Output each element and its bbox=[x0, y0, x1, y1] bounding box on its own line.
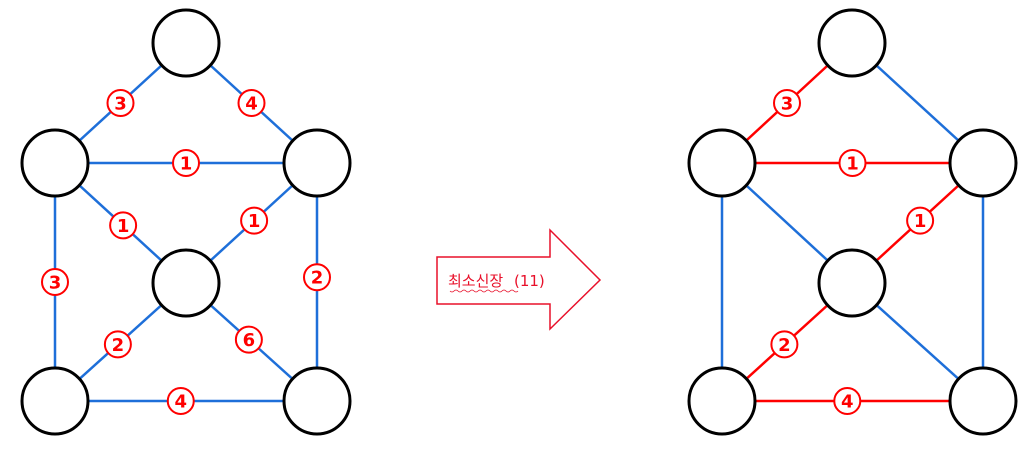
edge-weights: 3 4 1 1 1 3 2 2 6 4 bbox=[41, 89, 331, 415]
weight-value: 2 bbox=[112, 335, 125, 356]
weight-label-top-upper-right: 4 bbox=[237, 89, 266, 117]
weight-value: 4 bbox=[174, 392, 187, 413]
weight-value: 1 bbox=[846, 154, 859, 175]
node-center bbox=[817, 248, 887, 318]
weight-badge bbox=[240, 206, 269, 235]
weight-label-center-lower-left: 2 bbox=[103, 330, 132, 359]
weight-badge bbox=[234, 325, 263, 354]
weight-badge bbox=[106, 89, 135, 117]
node-top bbox=[151, 8, 221, 78]
weight-badge bbox=[237, 89, 266, 117]
weight-badge bbox=[41, 268, 69, 296]
weight-label-upper-right-center: 1 bbox=[240, 206, 269, 235]
node-upper-right bbox=[282, 128, 352, 198]
edge-weights: 3 1 1 2 4 bbox=[770, 89, 935, 415]
weight-value: 1 bbox=[180, 154, 193, 175]
weight-badge bbox=[838, 149, 867, 177]
weight-label-top-upper-left: 3 bbox=[773, 89, 801, 117]
weight-badge bbox=[166, 387, 195, 415]
weight-label-center-lower-right: 6 bbox=[234, 325, 263, 354]
arrow-label-text: 최소신장 bbox=[448, 272, 503, 290]
edges bbox=[53, 42, 319, 403]
node-upper-left bbox=[20, 128, 90, 198]
arrow-shape bbox=[436, 228, 602, 331]
edges bbox=[720, 42, 985, 403]
weight-badge bbox=[773, 89, 801, 117]
weight-label-lower-left-lower-right: 4 bbox=[166, 387, 195, 415]
weight-value: 3 bbox=[781, 94, 794, 115]
weight-badge bbox=[303, 263, 331, 292]
node-lower-right bbox=[282, 366, 352, 436]
nodes bbox=[687, 8, 1018, 436]
weight-label-upper-left-upper-right: 1 bbox=[172, 149, 200, 177]
node-top bbox=[817, 8, 887, 78]
node-upper-left bbox=[687, 128, 757, 198]
weight-value: 1 bbox=[248, 211, 261, 232]
nodes bbox=[20, 8, 352, 436]
arrow-label: 최소신장 (11) bbox=[448, 272, 545, 290]
weight-label-upper-left-lower-left: 3 bbox=[41, 268, 69, 296]
node-center bbox=[151, 248, 221, 318]
weight-badge bbox=[833, 387, 862, 415]
weight-badge bbox=[103, 330, 132, 359]
node-lower-left bbox=[20, 366, 90, 436]
node-lower-right bbox=[948, 366, 1018, 436]
weight-label-top-upper-left: 3 bbox=[106, 89, 135, 117]
weight-value: 1 bbox=[117, 216, 130, 237]
weight-value: 4 bbox=[245, 94, 258, 115]
weight-label-upper-right-lower-right: 2 bbox=[303, 263, 331, 292]
node-lower-left bbox=[687, 366, 757, 436]
weight-value: 2 bbox=[311, 268, 324, 289]
weight-badge bbox=[172, 149, 200, 177]
weight-value: 1 bbox=[914, 211, 927, 232]
weight-label-lower-left-lower-right: 4 bbox=[833, 387, 862, 415]
weight-value: 4 bbox=[841, 392, 854, 413]
original-graph: 3 4 1 1 1 3 2 2 6 4 bbox=[20, 8, 352, 436]
minimum-spanning-tree-graph: 3 1 1 2 4 bbox=[687, 8, 1018, 436]
transform-arrow: 최소신장 (11) bbox=[436, 228, 602, 331]
weight-value: 3 bbox=[114, 94, 127, 115]
weight-label-center-lower-left: 2 bbox=[770, 330, 799, 359]
arrow-total: (11) bbox=[514, 272, 545, 290]
node-upper-right bbox=[948, 128, 1018, 198]
weight-value: 6 bbox=[243, 330, 256, 351]
weight-label-upper-left-upper-right: 1 bbox=[838, 149, 867, 177]
weight-badge bbox=[109, 211, 138, 240]
weight-value: 2 bbox=[778, 335, 791, 356]
spellcheck-underline bbox=[449, 289, 519, 293]
weight-value: 3 bbox=[49, 273, 62, 294]
weight-badge bbox=[770, 330, 799, 359]
weight-label-upper-right-center: 1 bbox=[906, 206, 935, 235]
weight-badge bbox=[906, 206, 935, 235]
weight-label-upper-left-center: 1 bbox=[109, 211, 138, 240]
